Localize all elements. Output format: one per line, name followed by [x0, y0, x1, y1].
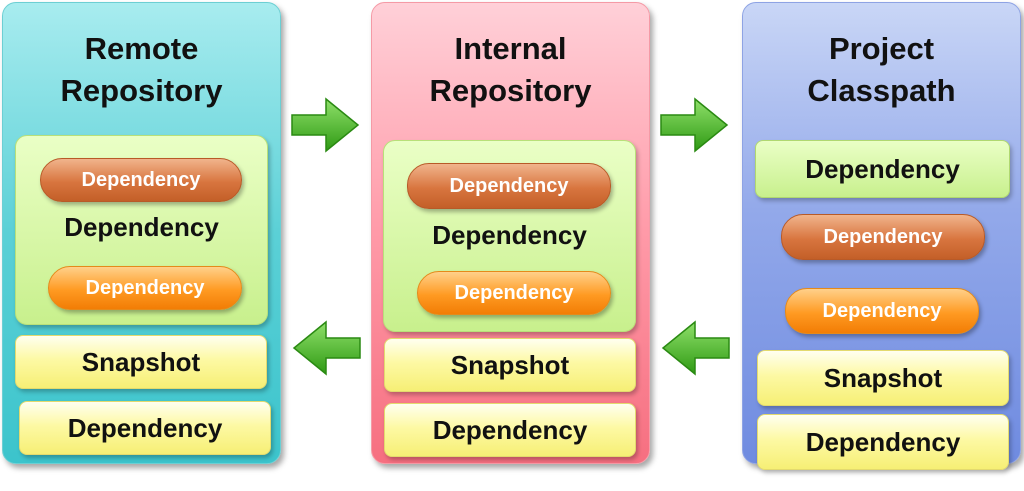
project-title-line2: Classpath: [807, 73, 956, 108]
internal-dependency-label: Dependency: [432, 220, 587, 250]
project-dependency-box: Dependency: [757, 414, 1009, 470]
internal-snapshot-box: Snapshot: [384, 338, 636, 392]
project-dependency-green-box: Dependency: [755, 140, 1010, 198]
arrow-left-icon: [661, 320, 730, 376]
internal-repository-title: Internal Repository: [372, 28, 649, 112]
remote-title-line1: Remote: [84, 31, 199, 66]
remote-title-line2: Repository: [60, 73, 223, 108]
arrow-right-icon: [291, 97, 360, 153]
internal-repository-column: Internal Repository Dependency Dependenc…: [371, 2, 650, 464]
project-title-line1: Project: [828, 31, 935, 66]
internal-dependency-pill-orange: Dependency: [417, 271, 611, 315]
remote-snapshot-box: Snapshot: [15, 335, 267, 389]
project-classpath-title: Project Classpath: [743, 28, 1020, 112]
project-dependency-pill-orange: Dependency: [785, 288, 979, 334]
remote-dependency-group: Dependency Dependency Dependency: [15, 135, 268, 325]
remote-dependency-pill-orange: Dependency: [48, 266, 242, 310]
internal-dependency-box: Dependency: [384, 403, 636, 457]
project-classpath-column: Project Classpath Dependency Dependency …: [742, 2, 1021, 470]
internal-dependency-pill-brown: Dependency: [407, 163, 611, 209]
internal-title-line2: Repository: [429, 73, 592, 108]
remote-dependency-pill-brown: Dependency: [40, 158, 242, 202]
internal-dependency-group: Dependency Dependency Dependency: [383, 140, 636, 332]
internal-title-line1: Internal: [454, 31, 567, 66]
arrow-right-icon: [660, 97, 729, 153]
arrow-left-icon: [292, 320, 361, 376]
remote-dependency-box: Dependency: [19, 401, 271, 455]
project-snapshot-box: Snapshot: [757, 350, 1009, 406]
project-dependency-pill-brown: Dependency: [781, 214, 985, 260]
remote-repository-title: Remote Repository: [3, 28, 280, 112]
remote-repository-column: Remote Repository Dependency Dependency …: [2, 2, 281, 464]
remote-dependency-label: Dependency: [64, 212, 219, 242]
